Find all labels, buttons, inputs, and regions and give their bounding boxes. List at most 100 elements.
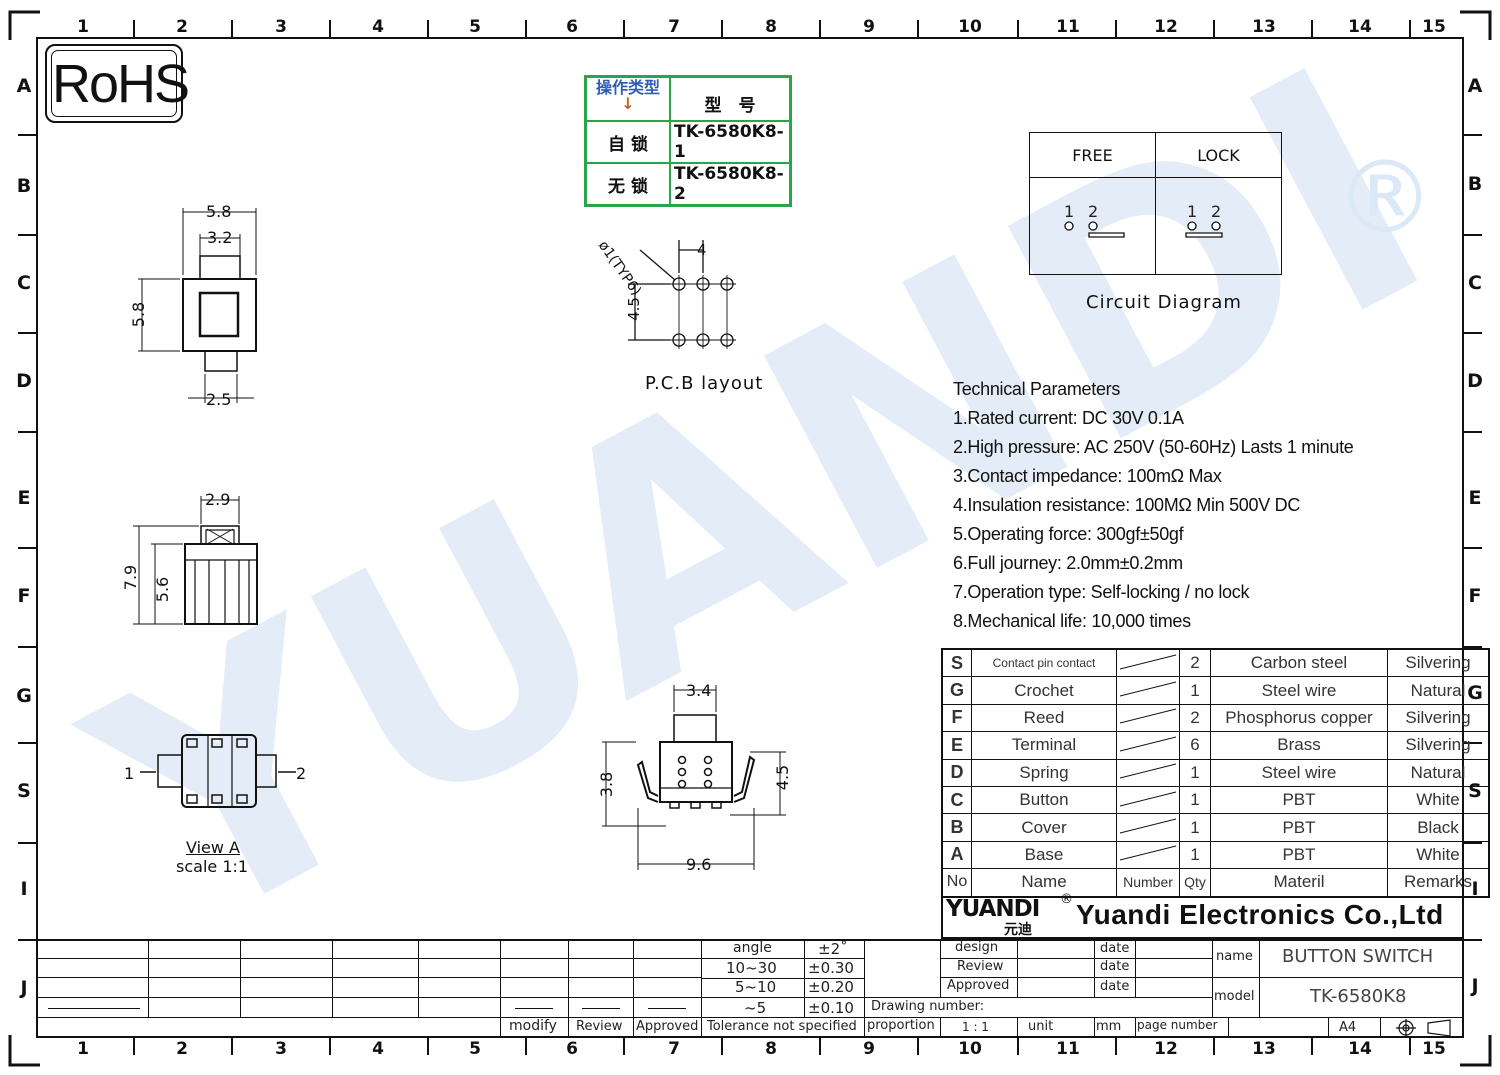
lock-pin2-label: 2 <box>1211 202 1222 221</box>
bom-qty: 2 <box>1179 703 1211 733</box>
ruler-letter: S <box>17 780 31 802</box>
ruler-number: 9 <box>863 1039 875 1059</box>
grid-line <box>1017 1017 1018 1038</box>
unit-value: mm <box>1096 1019 1122 1034</box>
free-pin1-label: 1 <box>1064 202 1075 221</box>
lock-pin1-label: 1 <box>1187 202 1198 221</box>
title-block-top-line <box>36 939 1464 941</box>
front-view-drawing <box>602 685 786 870</box>
modify-label: modify <box>509 1018 557 1034</box>
ruler-letter: C <box>1468 272 1482 294</box>
grid-line <box>36 958 701 959</box>
side-view-drawing <box>133 496 258 625</box>
bom-remarks: White <box>1387 840 1490 870</box>
bom-material: Steel wire <box>1210 676 1388 705</box>
front-view-left-height: 3.8 <box>597 771 617 798</box>
top-view-width-outer: 5.8 <box>206 202 232 221</box>
ruler-number: 15 <box>1422 17 1446 37</box>
arrow-down-icon: ↓ <box>621 94 635 113</box>
grid-line <box>568 939 569 1038</box>
table-row: D Spring 1 Steel wire Natural <box>941 758 1490 787</box>
bom-header-no: No <box>941 868 972 898</box>
bom-no: S <box>941 648 972 678</box>
ruler-letter: J <box>1471 975 1479 997</box>
ruler-number: 13 <box>1252 17 1276 37</box>
name-label: name <box>1216 949 1253 964</box>
ruler-number: 6 <box>566 17 578 37</box>
table-row: E Terminal 6 Brass Silvering <box>941 731 1490 760</box>
proportion-value: 1 : 1 <box>962 1020 989 1034</box>
ruler-letter: B <box>1467 173 1483 195</box>
dash-line <box>48 1008 140 1009</box>
dash-line <box>515 1008 553 1009</box>
ruler-number: 4 <box>372 1039 384 1059</box>
front-view-width: 9.6 <box>686 855 712 874</box>
view-a-scale: scale 1:1 <box>176 857 249 876</box>
grid-line <box>1135 1017 1136 1038</box>
free-pin2-label: 2 <box>1088 202 1099 221</box>
ruler-number: 1 <box>77 1039 89 1059</box>
bom-number <box>1116 813 1180 842</box>
rohs-badge: RoHS <box>45 44 190 123</box>
circuit-lock-label: LOCK <box>1197 146 1240 165</box>
ruler-number: 2 <box>176 1039 188 1059</box>
bom-qty: 2 <box>1179 648 1211 678</box>
bom-number <box>1116 758 1180 787</box>
bom-remarks: Natural <box>1387 676 1490 705</box>
dash-line <box>582 1008 620 1009</box>
bom-header-remarks: Remarks <box>1387 868 1490 898</box>
grid-line <box>1380 1017 1381 1038</box>
company-logo-mark: ® <box>1060 892 1073 907</box>
grid-line <box>418 939 419 1018</box>
tech-title: Technical Parameters <box>953 379 1121 399</box>
ruler-number: 13 <box>1252 1039 1276 1059</box>
bom-material: Carbon steel <box>1210 648 1388 678</box>
model-type-cell: 无 锁 <box>584 162 671 207</box>
ruler-letter: A <box>16 75 32 97</box>
top-view-width-base: 2.5 <box>206 390 232 409</box>
dash-line <box>648 1008 686 1009</box>
ruler-number: 3 <box>275 1039 287 1059</box>
ruler-letter: I <box>20 878 28 900</box>
bom-remarks: Natural <box>1387 758 1490 787</box>
grid-line <box>332 939 333 1018</box>
grid-line <box>701 978 865 979</box>
bom-no: D <box>941 758 972 787</box>
drawing-number-label: Drawing number: <box>871 999 985 1014</box>
model-number-cell: TK-6580K8-1 <box>669 120 792 164</box>
bom-no: E <box>941 731 972 760</box>
approved-label: Approved <box>636 1019 699 1034</box>
ruler-number: 12 <box>1154 17 1178 37</box>
grid-line <box>940 977 1213 978</box>
bom-remarks: Silvering <box>1387 648 1490 678</box>
grid-line <box>36 977 701 978</box>
approved2-label: Approved <box>947 978 1010 993</box>
company-logo: YUANDI <box>946 896 1040 922</box>
front-view-top-width: 3.4 <box>686 681 712 700</box>
header-type-label: 操作类型 <box>595 78 660 97</box>
bom-name: Button <box>971 785 1117 815</box>
ruler-letter: F <box>17 585 31 607</box>
table-row: A Base 1 PBT White <box>941 840 1490 870</box>
bom-no: C <box>941 785 972 815</box>
side-view-body-height: 5.6 <box>153 576 173 603</box>
tolerance-1: ±0.30 <box>808 959 854 977</box>
tech-item: 7.Operation type: Self-locking / no lock <box>953 582 1250 602</box>
rohs-label: RoHS <box>51 50 190 117</box>
pcb-pitch-y: 4.5 <box>624 297 643 321</box>
grid-line <box>701 997 865 998</box>
drawing-frame <box>36 37 1464 1038</box>
table-row: B Cover 1 PBT Black <box>941 813 1490 842</box>
circuit-caption: Circuit Diagram <box>1086 292 1242 313</box>
model-number-cell: TK-6580K8-2 <box>669 162 792 207</box>
page-number-label: page number <box>1137 1018 1218 1032</box>
ruler-number: 4 <box>372 17 384 37</box>
grid-line <box>1259 939 1260 1017</box>
ruler-number: 12 <box>1154 1039 1178 1059</box>
bom-qty: 1 <box>1179 676 1211 705</box>
bom-name: Spring <box>971 758 1117 787</box>
grid-line <box>36 1017 701 1018</box>
bom-number <box>1116 785 1180 815</box>
ruler-number: 11 <box>1056 17 1080 37</box>
bom-qty: 1 <box>1179 840 1211 870</box>
